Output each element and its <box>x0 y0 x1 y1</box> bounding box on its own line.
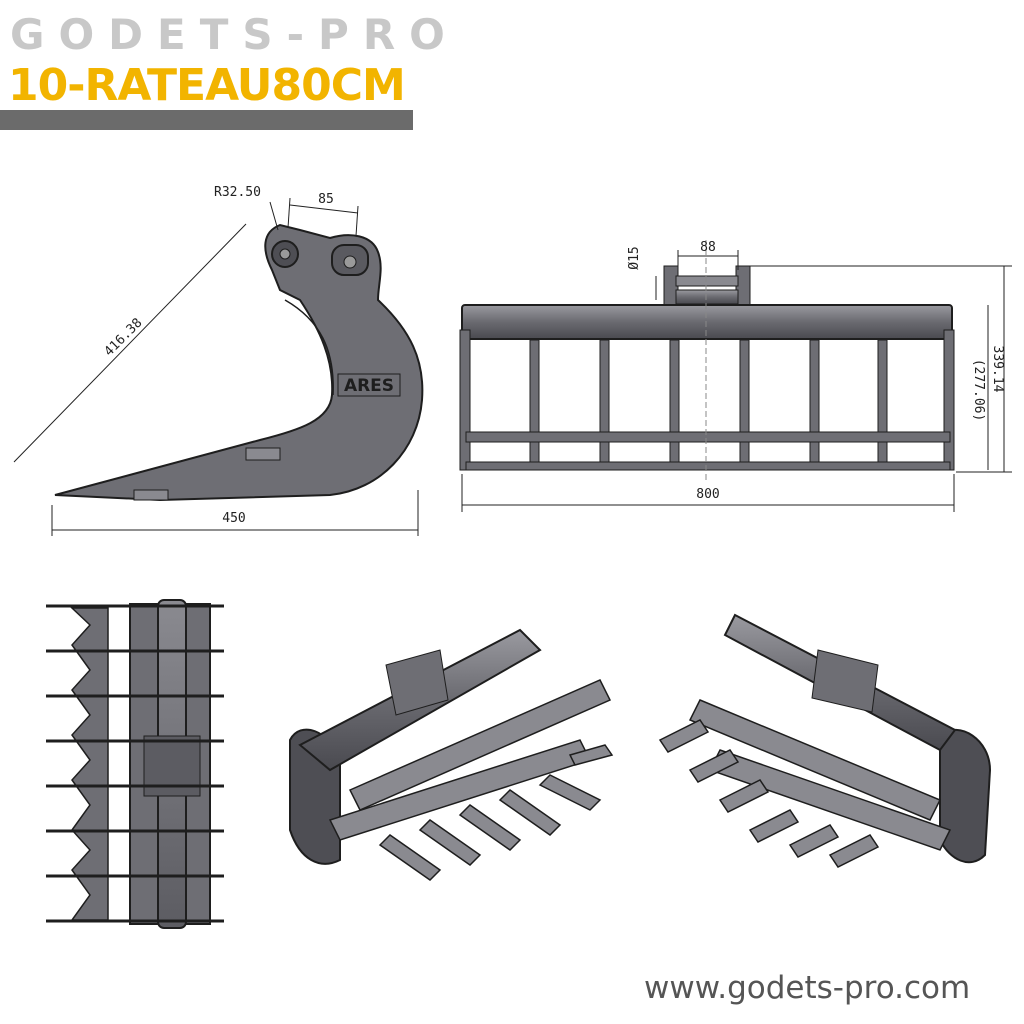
side-plate <box>54 223 424 502</box>
dim-diagonal: 416.38 <box>102 316 146 360</box>
iso-view-right <box>658 613 992 868</box>
dim-pin-dia: Ø15 <box>627 246 642 269</box>
top-view <box>46 599 224 929</box>
dim-pin-spacing: 85 <box>318 192 334 207</box>
dim-ear-width: 88 <box>700 240 716 255</box>
dim-inner-height: (277.06) <box>971 359 986 422</box>
dim-length: 450 <box>222 511 245 526</box>
iso-view-left <box>289 628 614 881</box>
website-url: www.godets-pro.com <box>644 970 971 1006</box>
top-tube <box>461 304 953 340</box>
dim-height: 339.14 <box>990 346 1005 393</box>
dim-radius: R32.50 <box>214 185 261 200</box>
side-view: ARES 450 416.38 R32.50 85 <box>13 185 424 536</box>
dim-width: 800 <box>696 487 719 502</box>
front-view: 800 88 Ø15 339.14 (277.06) <box>459 240 1012 512</box>
side-logo: ARES <box>344 376 394 396</box>
header-underline-bar <box>0 110 413 130</box>
product-title: 10-RATEAU80CM <box>8 60 406 111</box>
brand-title: GODETS-PRO <box>10 10 459 59</box>
